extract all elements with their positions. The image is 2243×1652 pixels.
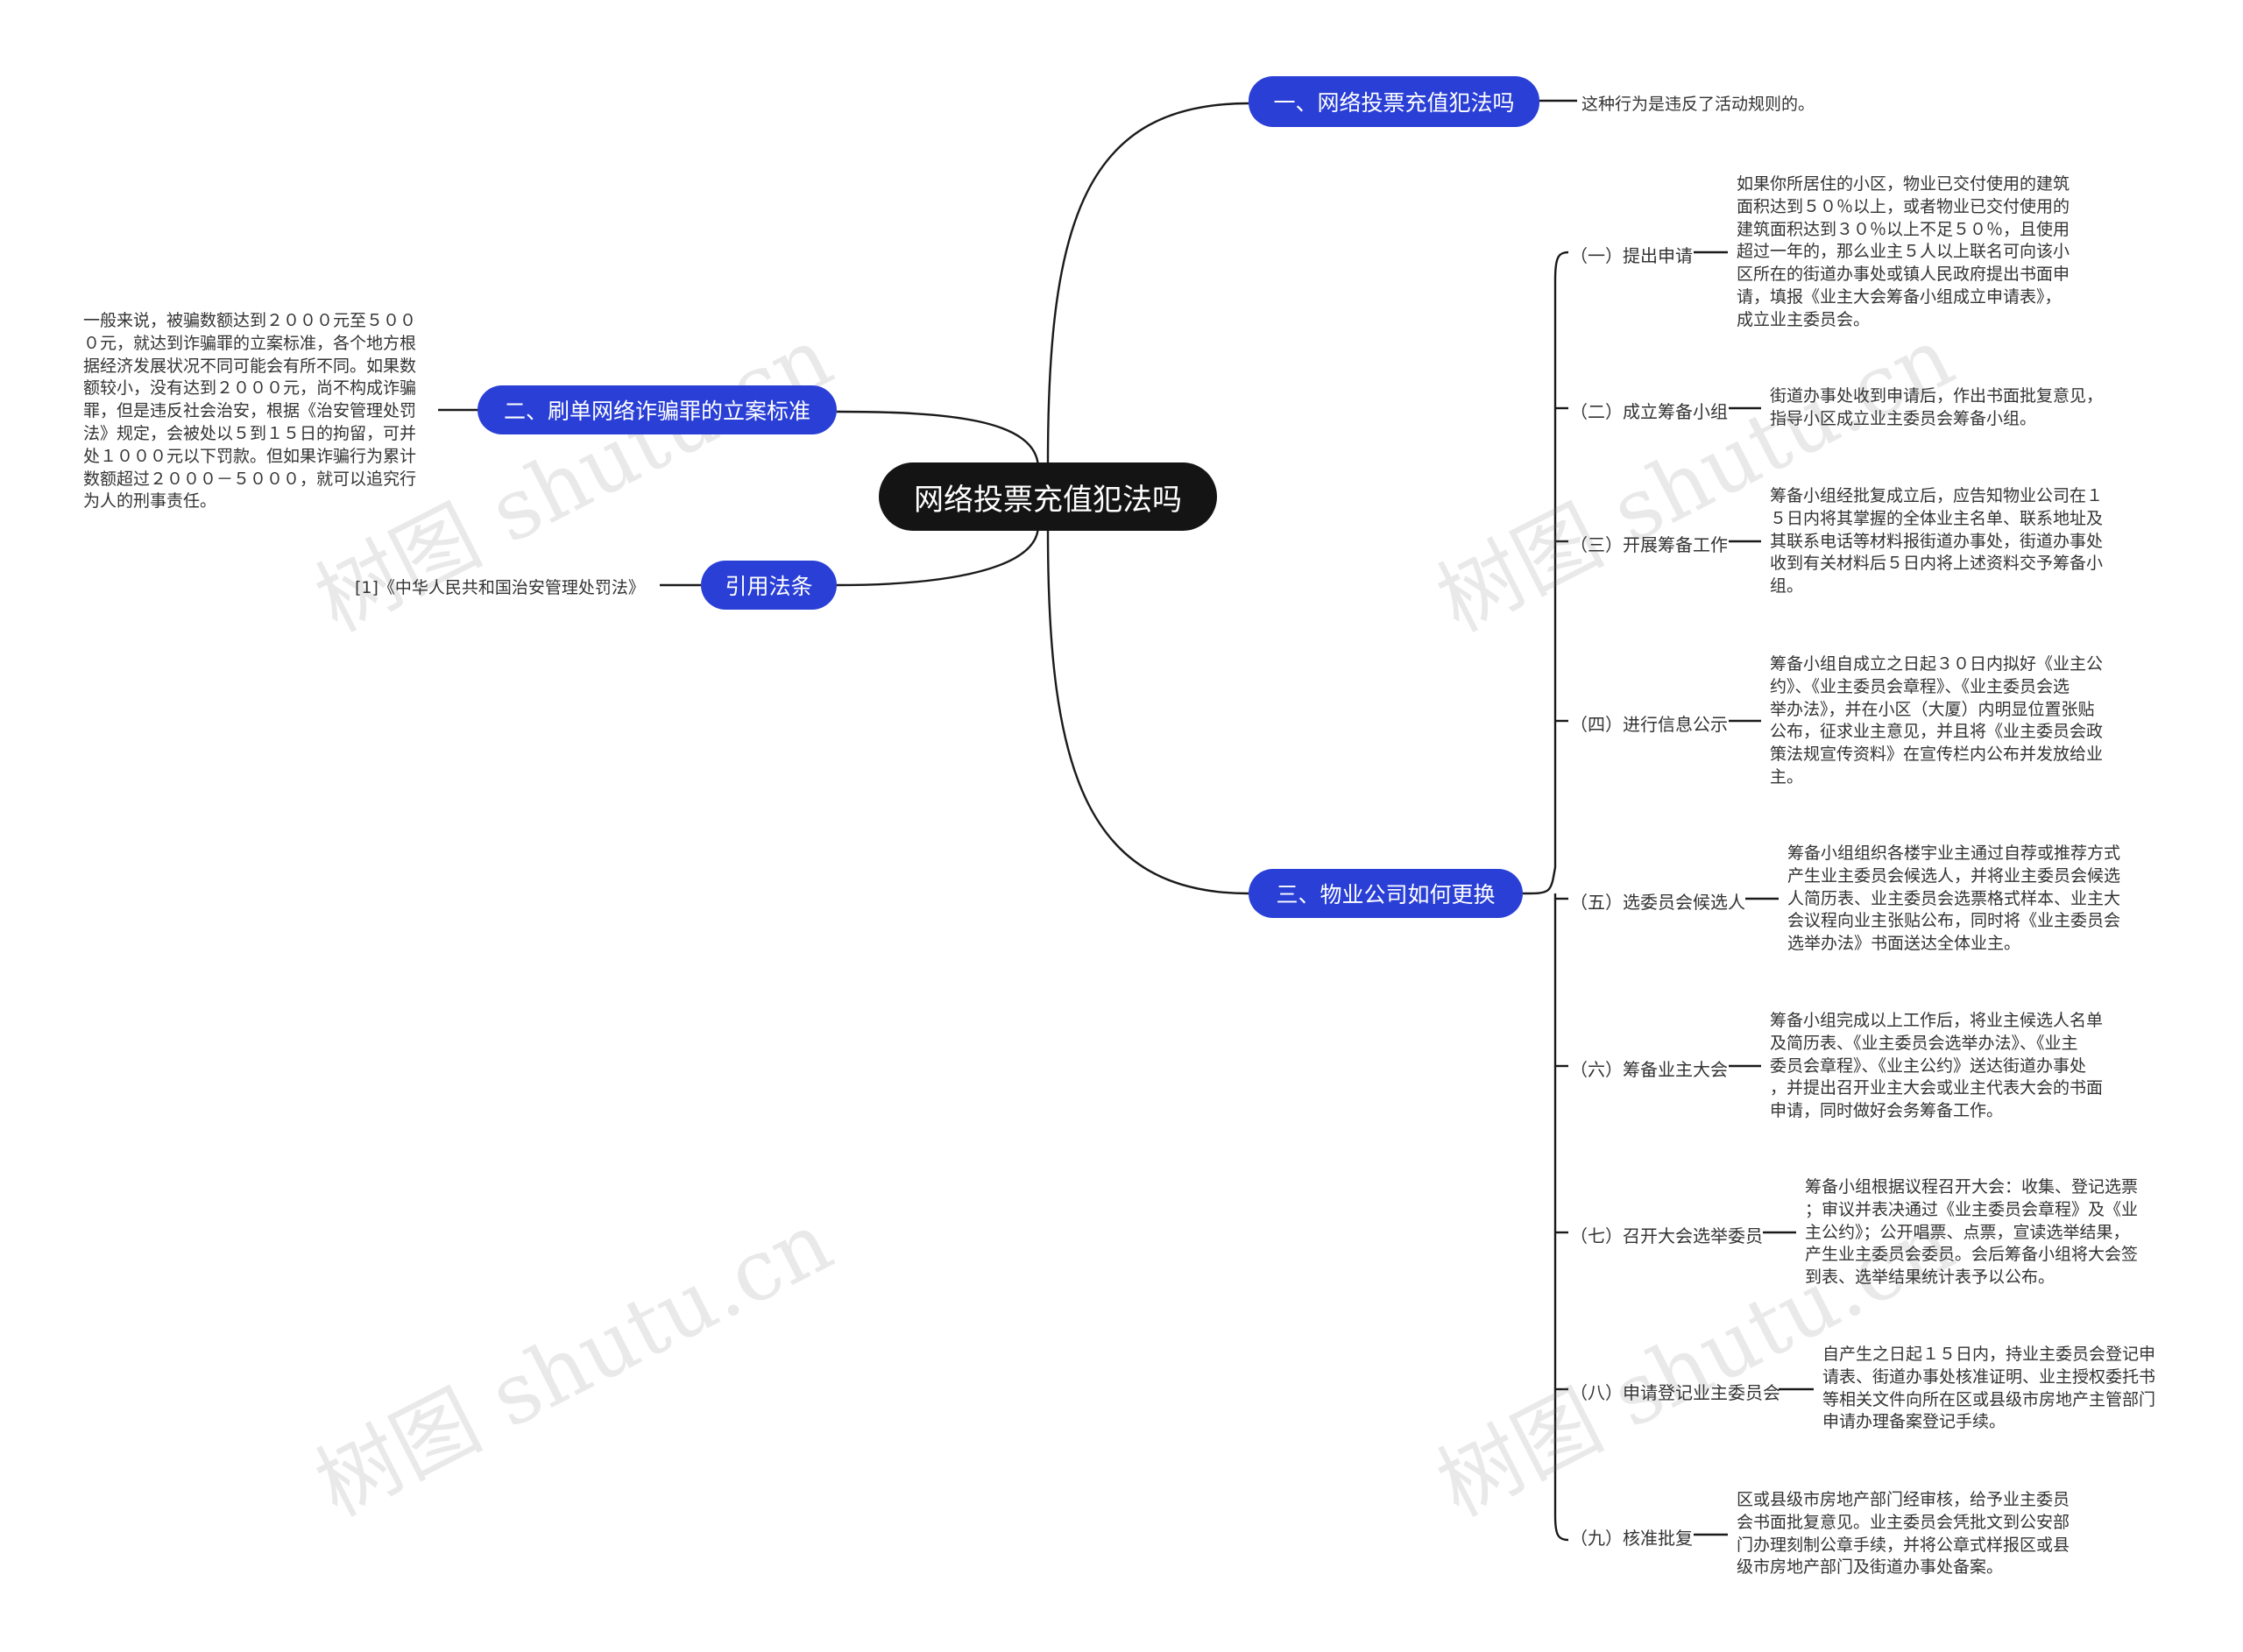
branch-topic-3[interactable]: 引用法条 (701, 561, 837, 610)
step-text-4: 筹备小组自成立之日起３０日内拟好《业主公 约》、《业主委员会章程》、《业主委员会… (1770, 654, 2104, 787)
branch-2-leaf: 一般来说，被骗数额达到２０００元至５００ ０元，就达到诈骗罪的立案标准，各个地方… (83, 311, 417, 512)
step-text-9: 区或县级市房地产部门经审核，给予业主委员 会书面批复意见。业主委员会凭批文到公安… (1737, 1490, 2070, 1578)
step-label-5[interactable]: （五）选委员会候选人 (1570, 892, 1745, 913)
step-text-3: 筹备小组经批复成立后，应告知物业公司在１ ５日内将其掌握的全体业主名单、联系地址… (1770, 486, 2104, 597)
step-label-9[interactable]: （九）核准批复 (1570, 1528, 1693, 1549)
branch-3-leaf: [1]《中华人民共和国治安管理处罚法》 (355, 578, 645, 597)
branch-topic-4[interactable]: 三、物业公司如何更换 (1249, 869, 1523, 918)
step-text-8: 自产生之日起１５日内，持业主委员会登记申 请表、街道办事处核准证明、业主授权委托… (1822, 1345, 2156, 1432)
step-label-1[interactable]: （一）提出申请 (1570, 245, 1693, 266)
step-label-2[interactable]: （二）成立筹备小组 (1570, 401, 1728, 422)
step-text-5: 筹备小组组织各楼宇业主通过自荐或推荐方式 产生业主委员会候选人，并将业主委员会候… (1787, 844, 2121, 954)
step-text-2: 街道办事处收到申请后，作出书面批复意见， 指导小区成立业主委员会筹备小组。 (1770, 386, 2104, 428)
step-label-7[interactable]: （七）召开大会选举委员 (1570, 1225, 1763, 1246)
branch-topic-1[interactable]: 一、网络投票充值犯法吗 (1249, 76, 1539, 127)
link-root-b3 (836, 525, 1040, 587)
step-label-4[interactable]: （四）进行信息公示 (1570, 714, 1728, 735)
link-b4-spine (1522, 251, 1569, 1542)
branch-1-leaf: 这种行为是违反了活动规则的。 (1581, 95, 1815, 114)
step-text-1: 如果你所居住的小区，物业已交付使用的建筑 面积达到５０％以上，或者物业已交付使用… (1737, 174, 2070, 329)
root-topic[interactable]: 网络投票充值犯法吗 (879, 462, 1217, 531)
step-label-8[interactable]: （八）申请登记业主委员会 (1570, 1382, 1780, 1403)
link-root-b1 (1046, 102, 1249, 463)
link-root-b2 (836, 410, 1040, 469)
step-label-3[interactable]: （三）开展筹备工作 (1570, 534, 1728, 555)
branch-topic-2[interactable]: 二、刷单网络诈骗罪的立案标准 (478, 385, 837, 434)
step-text-7: 筹备小组根据议程召开大会：收集、登记选票 ；审议并表决通过《业主委员会章程》及《… (1805, 1177, 2139, 1288)
step-label-6[interactable]: （六）筹备业主大会 (1570, 1059, 1728, 1080)
step-text-6: 筹备小组完成以上工作后，将业主候选人名单 及简历表、《业主委员会选举办法》、《业… (1770, 1011, 2104, 1121)
link-root-b4 (1046, 530, 1249, 895)
